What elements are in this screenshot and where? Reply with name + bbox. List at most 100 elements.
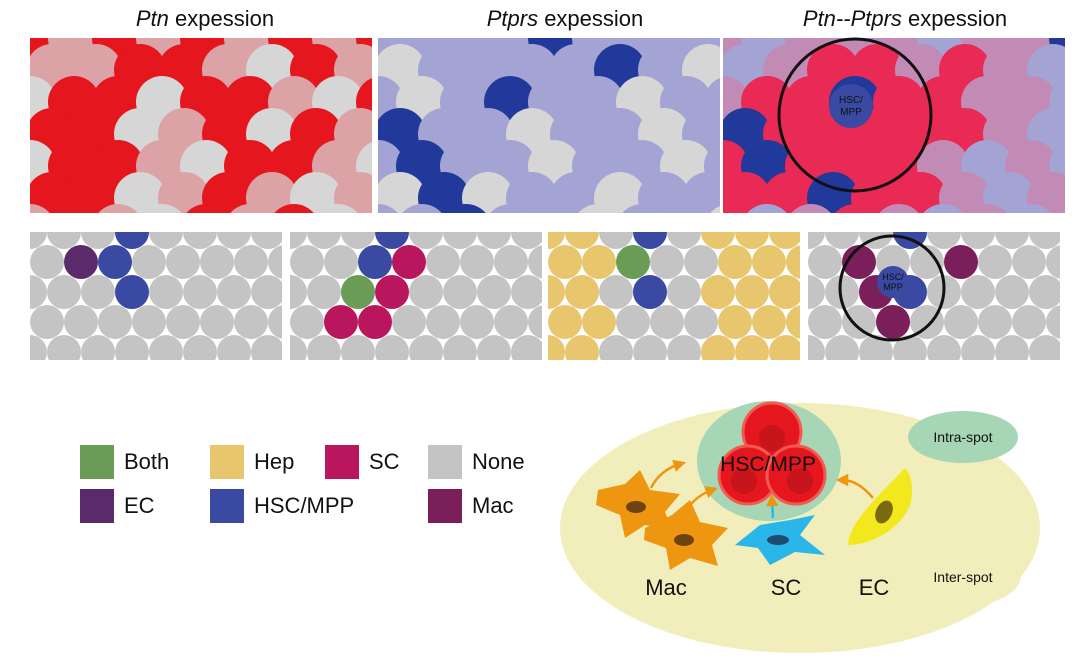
spot — [565, 335, 599, 360]
spot — [667, 335, 701, 360]
spot — [718, 305, 752, 339]
spot — [548, 245, 582, 279]
spot — [723, 172, 771, 213]
spot — [1011, 204, 1051, 213]
title-ptprs-suffix: expession — [538, 6, 644, 31]
title-pair-suffix: expession — [901, 6, 1008, 31]
panel-q4 — [808, 232, 1080, 369]
spot — [978, 305, 1012, 339]
spot — [910, 245, 944, 279]
spot — [825, 335, 859, 360]
spot — [1029, 232, 1060, 249]
spot — [30, 204, 50, 213]
spot — [268, 305, 282, 339]
spot — [995, 275, 1029, 309]
spot — [47, 335, 81, 360]
spot — [115, 232, 149, 249]
spot — [251, 232, 282, 249]
spot — [842, 305, 876, 339]
spot — [443, 232, 477, 249]
spot — [633, 335, 667, 360]
spot — [1046, 245, 1060, 279]
spot — [200, 305, 234, 339]
spot — [47, 275, 81, 309]
spot — [166, 305, 200, 339]
spot — [477, 232, 511, 249]
spot — [30, 232, 47, 249]
intra-spot-circle-bottom — [838, 234, 946, 342]
spot — [341, 232, 375, 249]
spot — [30, 245, 64, 279]
title-ptprs-gene: Ptprs — [486, 6, 539, 31]
legend-swatch — [80, 445, 114, 479]
spot — [548, 275, 565, 309]
title-ptn-suffix: expession — [168, 6, 275, 31]
spot — [64, 305, 98, 339]
spot — [786, 305, 800, 339]
spot — [735, 335, 769, 360]
spot — [149, 275, 183, 309]
spot — [202, 172, 254, 213]
spot — [1063, 335, 1080, 369]
spot — [290, 232, 307, 249]
spot — [443, 275, 477, 309]
spot — [318, 204, 358, 213]
spot — [528, 245, 542, 279]
spot — [290, 275, 307, 309]
spot — [378, 204, 398, 213]
legend-swatch — [428, 489, 462, 523]
spot — [234, 305, 268, 339]
spot — [149, 335, 183, 360]
spot — [409, 335, 443, 360]
spot — [307, 232, 341, 249]
spot — [528, 305, 542, 339]
legend-swatch — [428, 445, 462, 479]
spot — [710, 206, 720, 213]
spot — [64, 245, 98, 279]
spot — [769, 275, 800, 309]
title-pair-gene: Ptn--Ptprs — [802, 6, 902, 31]
legend-swatch — [210, 445, 244, 479]
spot — [268, 245, 282, 279]
spot — [115, 275, 149, 309]
mac-nucleus-1 — [626, 501, 646, 513]
legend-item-both: Both — [80, 445, 169, 479]
spot — [859, 335, 893, 360]
spot — [511, 275, 542, 309]
spot — [98, 305, 132, 339]
spot — [978, 245, 1012, 279]
spot — [893, 335, 927, 360]
spot — [98, 245, 132, 279]
spot — [735, 275, 769, 309]
spot — [769, 232, 800, 249]
spot-label-bottom-line2: MPP — [883, 282, 903, 292]
sc-cell-label: SC — [771, 575, 802, 600]
spot — [548, 305, 582, 339]
legend-item-hscmpp: HSC/MPP — [210, 489, 354, 523]
spot — [961, 275, 995, 309]
spot — [446, 204, 486, 213]
spot — [200, 245, 234, 279]
legend-item-none: None — [428, 445, 525, 479]
spot — [548, 335, 565, 360]
spot — [1071, 172, 1080, 224]
spot — [392, 245, 426, 279]
spot — [409, 275, 443, 309]
spot — [217, 275, 251, 309]
spot — [927, 232, 961, 249]
spot — [30, 172, 78, 213]
spot — [183, 275, 217, 309]
spot — [961, 232, 995, 249]
ec-nucleus — [875, 500, 893, 524]
spot — [1063, 275, 1080, 309]
spot — [961, 335, 995, 360]
spot — [927, 335, 961, 360]
sc-arrow — [766, 493, 779, 519]
spot — [808, 275, 825, 309]
spot — [217, 232, 251, 249]
hsc-nucleus — [787, 468, 813, 494]
spot — [274, 204, 314, 213]
legend-label: Hep — [254, 449, 295, 474]
legend-swatch — [210, 489, 244, 523]
spot — [166, 245, 200, 279]
